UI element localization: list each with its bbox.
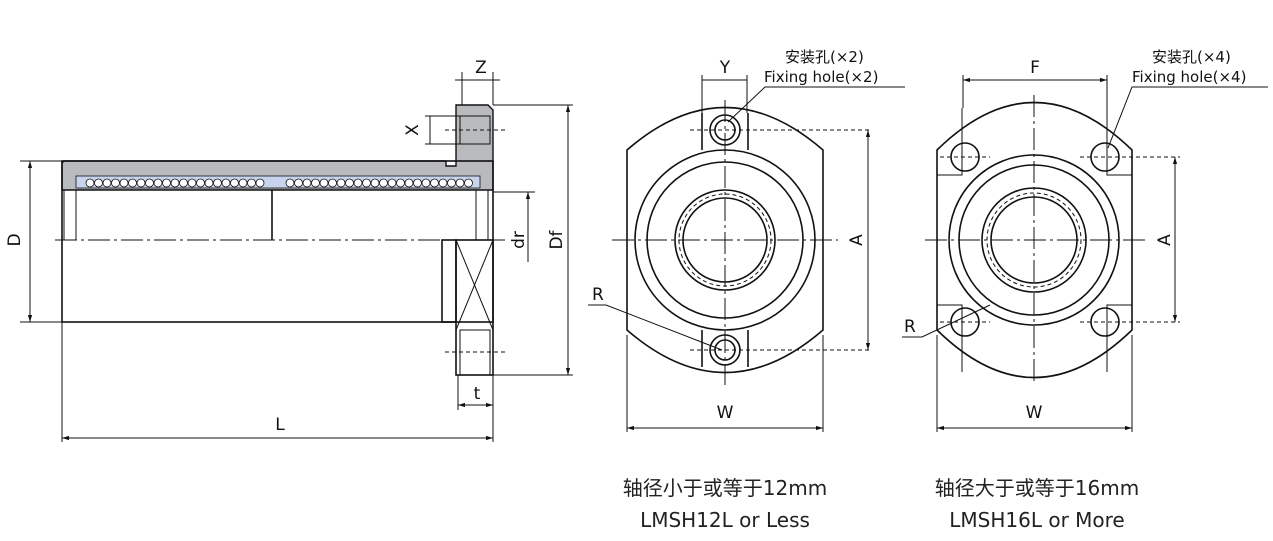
fixing-hole-note-cn: 安装孔(×4) (1152, 48, 1231, 66)
ball-row (85, 178, 473, 188)
ball (238, 178, 248, 188)
ball (179, 178, 188, 188)
ball (370, 178, 380, 188)
ball (187, 178, 197, 188)
label-Df: Df (547, 229, 567, 249)
label-dr: dr (509, 231, 529, 249)
ball (336, 178, 346, 188)
label-Z: Z (475, 58, 487, 78)
ball (379, 178, 388, 188)
ball (464, 178, 473, 188)
ball (455, 178, 465, 188)
front-view-4-hole: A F W R 安装孔(×4) Fixing hole(×4) 轴径大于或等于1… (902, 48, 1268, 532)
ball (162, 178, 171, 188)
label-Y: Y (719, 58, 731, 78)
ball (430, 178, 439, 188)
ball (221, 178, 231, 188)
label-A: A (847, 234, 867, 246)
ball (85, 178, 95, 188)
ball (119, 178, 129, 188)
label-D: D (5, 233, 25, 246)
ball (302, 178, 312, 188)
ball (396, 178, 405, 188)
ball (447, 178, 456, 188)
ball (421, 178, 431, 188)
ball (111, 178, 120, 188)
ball (255, 178, 265, 188)
front-view-2-hole: A Y W R 安装孔(×2) Fixing hole(×2) 轴径小于或等于1… (588, 48, 905, 532)
ball (328, 178, 337, 188)
ball (438, 178, 448, 188)
fixing-hole-note-en: Fixing hole(×4) (1132, 68, 1246, 86)
label-X: X (403, 124, 423, 136)
ball (353, 178, 363, 188)
ball (387, 178, 397, 188)
caption-en: LMSH16L or More (949, 508, 1124, 532)
fixing-hole-note-cn: 安装孔(×2) (785, 48, 864, 66)
ball (102, 178, 112, 188)
ball (128, 178, 137, 188)
ball (204, 178, 214, 188)
label-F: F (1030, 58, 1040, 78)
ball (285, 178, 295, 188)
label-t: t (474, 384, 481, 404)
ball (136, 178, 146, 188)
ball (94, 178, 103, 188)
ball (247, 178, 256, 188)
ball (311, 178, 320, 188)
label-R: R (904, 317, 916, 337)
ball (362, 178, 371, 188)
ball (319, 178, 329, 188)
ball (213, 178, 222, 188)
caption-cn: 轴径大于或等于16mm (935, 476, 1139, 500)
ball (170, 178, 180, 188)
fixing-hole-note-en: Fixing hole(×2) (764, 68, 878, 86)
ball (413, 178, 422, 188)
ball (345, 178, 354, 188)
label-W: W (1026, 403, 1043, 423)
caption-en: LMSH12L or Less (640, 508, 810, 532)
ball (145, 178, 154, 188)
ball (153, 178, 163, 188)
ball (196, 178, 205, 188)
side-view: D L Z X t dr Df (5, 58, 573, 442)
ball (294, 178, 303, 188)
label-A: A (1155, 234, 1175, 246)
ball (404, 178, 414, 188)
flange (455, 239, 494, 376)
label-L: L (275, 415, 285, 435)
caption-cn: 轴径小于或等于12mm (623, 476, 827, 500)
ball (230, 178, 239, 188)
label-W: W (717, 403, 734, 423)
label-R: R (592, 285, 604, 305)
